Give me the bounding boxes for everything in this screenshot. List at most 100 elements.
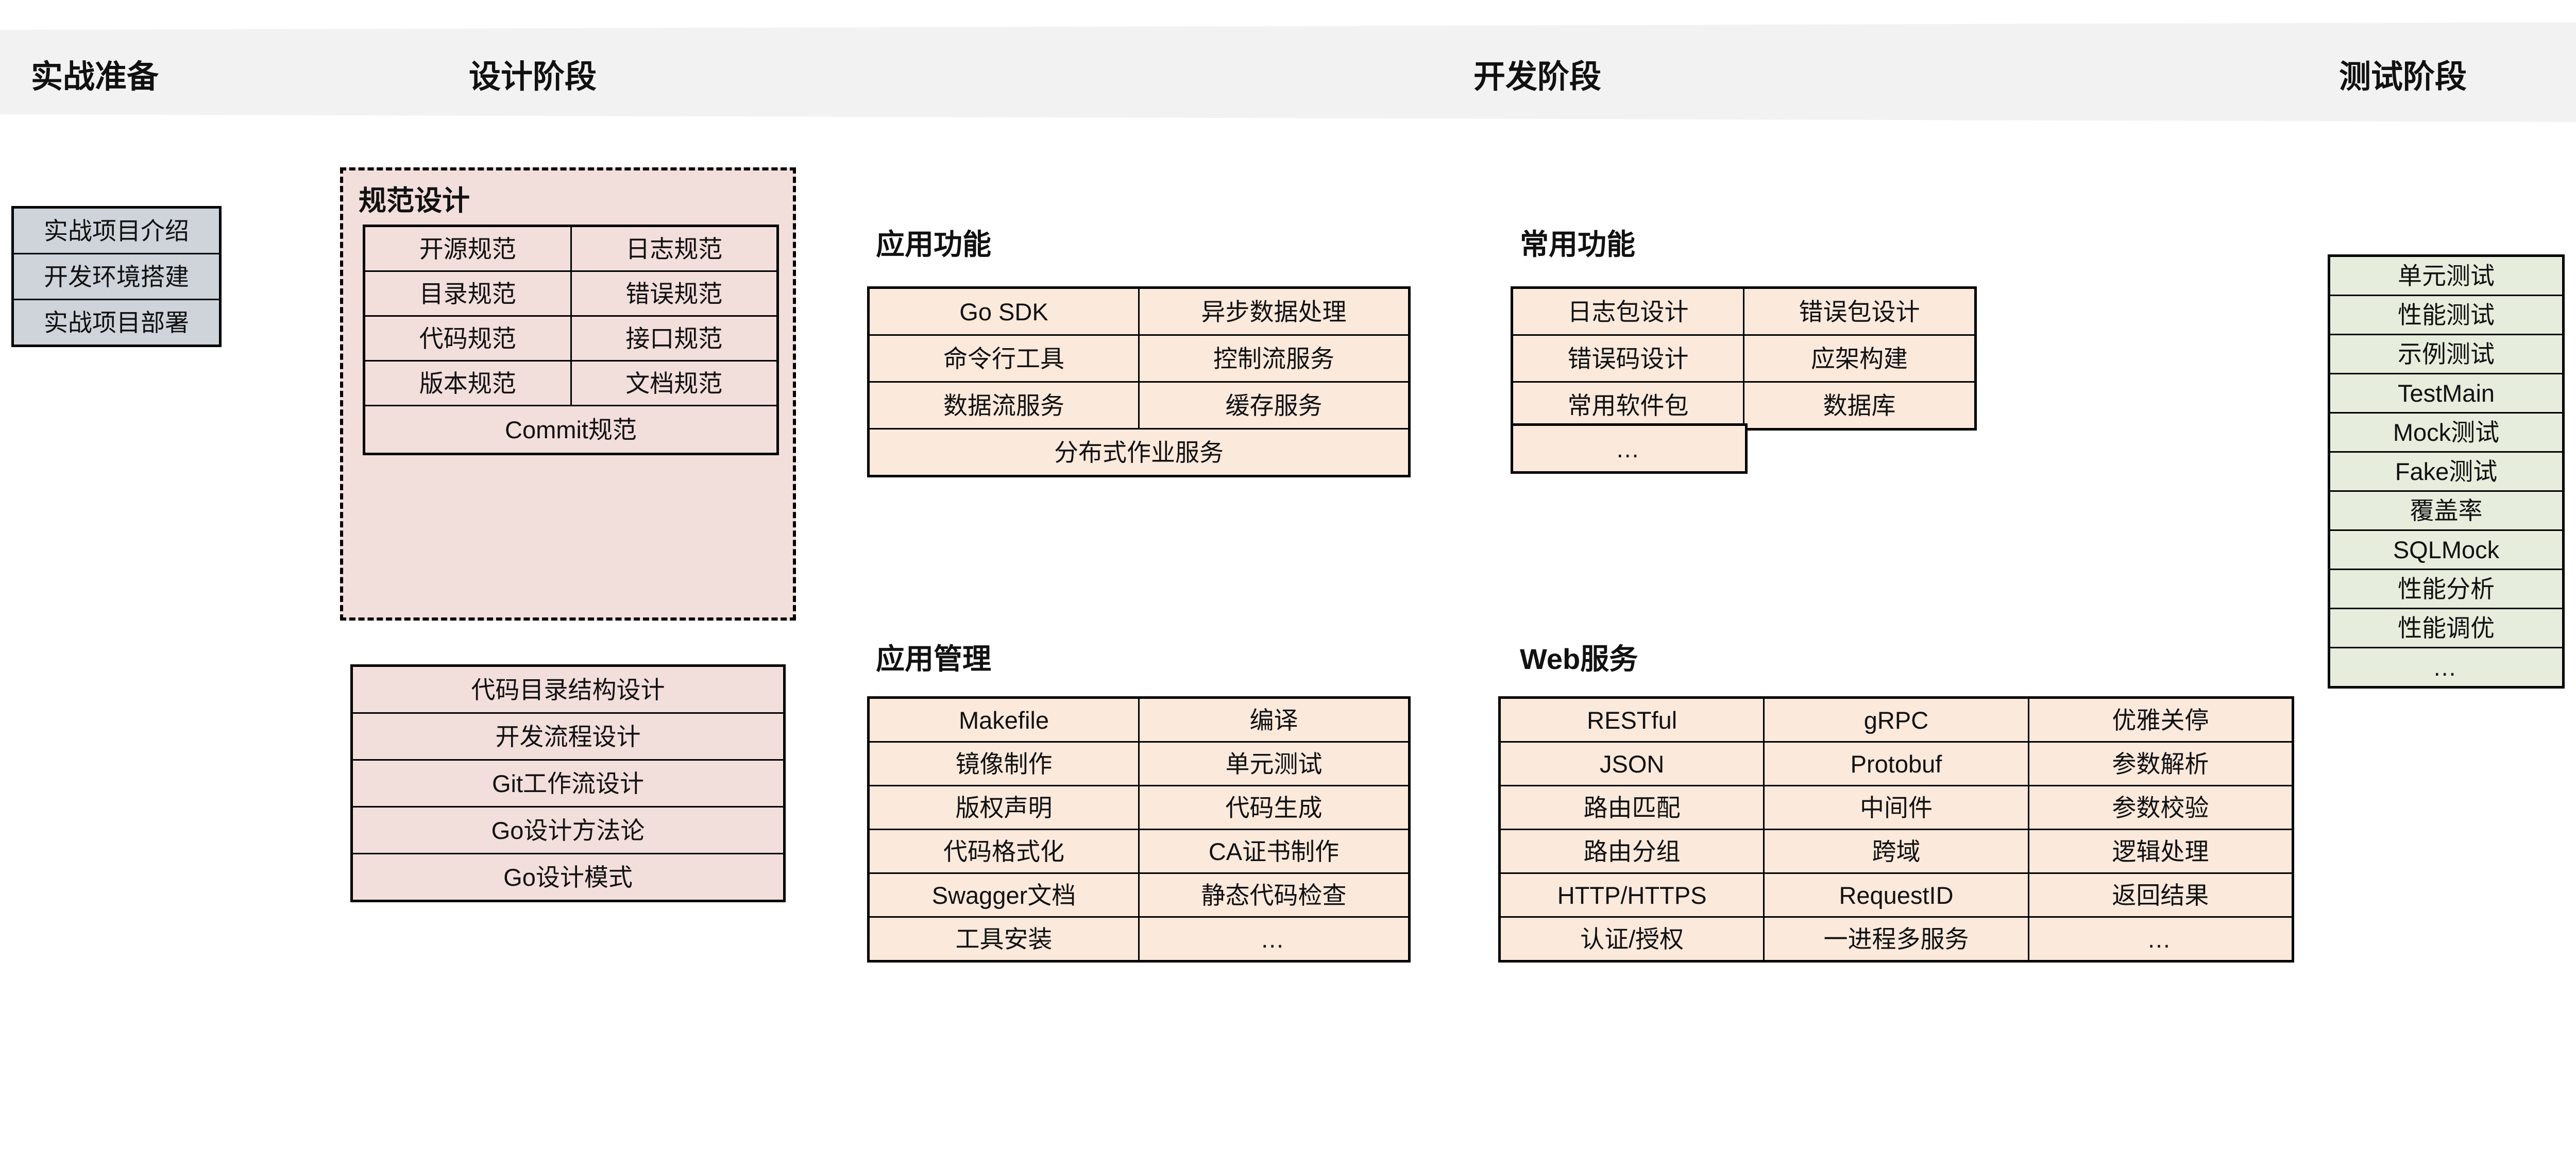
cmnfn-cell-2-1[interactable]: 数据库 (1743, 381, 1976, 430)
appmg-cell-1-0[interactable]: 镜像制作 (868, 741, 1140, 786)
table-row[interactable]: Go SDK 异步数据处理 (868, 287, 1410, 336)
appfn-cell-0-1[interactable]: 异步数据处理 (1138, 287, 1410, 336)
test-item-7[interactable]: SQLMock (2328, 529, 2564, 570)
web-cell-1-0[interactable]: JSON (1498, 741, 1765, 786)
test-item-0[interactable]: 单元测试 (2328, 255, 2564, 296)
table-row[interactable]: … (1511, 424, 1747, 473)
web-cell-0-1[interactable]: gRPC (1763, 697, 2029, 743)
table-row[interactable]: Swagger文档 静态代码检查 (868, 872, 1410, 918)
table-row[interactable]: 实战项目部署 (12, 299, 221, 347)
table-row[interactable]: 分布式作业服务 (868, 428, 1410, 477)
web-cell-3-2[interactable]: 逻辑处理 (2027, 829, 2294, 874)
spec-cell-0-0[interactable]: 开源规范 (363, 225, 572, 272)
spec-cell-2-1[interactable]: 接口规范 (570, 315, 778, 362)
cmnfn-cell-more[interactable]: … (1511, 424, 1747, 473)
table-row[interactable]: RESTful gRPC 优雅关停 (1498, 697, 2294, 743)
design-item-1[interactable]: 开发流程设计 (351, 712, 785, 761)
table-row[interactable]: HTTP/HTTPS RequestID 返回结果 (1498, 872, 2294, 918)
appfn-cell-1-0[interactable]: 命令行工具 (868, 334, 1140, 383)
cmnfn-cell-0-0[interactable]: 日志包设计 (1511, 287, 1744, 336)
table-row[interactable]: 覆盖率 (2328, 490, 2564, 531)
cmnfn-cell-2-0[interactable]: 常用软件包 (1511, 381, 1744, 430)
table-row[interactable]: 目录规范 错误规范 (363, 270, 778, 317)
web-cell-5-1[interactable]: 一进程多服务 (1763, 916, 2029, 962)
table-row[interactable]: Makefile 编译 (868, 697, 1410, 743)
web-cell-5-2[interactable]: … (2027, 916, 2294, 962)
appfn-cell-2-1[interactable]: 缓存服务 (1138, 381, 1410, 430)
web-cell-1-1[interactable]: Protobuf (1763, 741, 2029, 786)
prep-item-1[interactable]: 开发环境搭建 (12, 253, 221, 300)
test-item-9[interactable]: 性能调优 (2328, 608, 2564, 648)
spec-cell-3-0[interactable]: 版本规范 (363, 360, 572, 406)
test-item-1[interactable]: 性能测试 (2328, 295, 2564, 335)
appfn-cell-full[interactable]: 分布式作业服务 (868, 428, 1410, 477)
test-item-10[interactable]: … (2328, 647, 2564, 688)
spec-cell-2-0[interactable]: 代码规范 (363, 315, 572, 362)
appmg-cell-3-1[interactable]: CA证书制作 (1138, 829, 1410, 874)
appmg-cell-0-0[interactable]: Makefile (868, 697, 1140, 743)
appmg-cell-4-0[interactable]: Swagger文档 (868, 872, 1140, 918)
design-item-0[interactable]: 代码目录结构设计 (351, 665, 785, 714)
spec-cell-commit[interactable]: Commit规范 (363, 405, 778, 455)
table-row[interactable]: 命令行工具 控制流服务 (868, 334, 1410, 383)
table-row[interactable]: Mock测试 (2328, 412, 2564, 453)
appmg-cell-0-1[interactable]: 编译 (1138, 697, 1410, 743)
table-row[interactable]: 示例测试 (2328, 334, 2564, 374)
table-row[interactable]: 日志包设计 错误包设计 (1511, 287, 1976, 336)
web-cell-2-2[interactable]: 参数校验 (2027, 785, 2294, 830)
web-cell-4-1[interactable]: RequestID (1763, 872, 2029, 918)
appmg-cell-5-0[interactable]: 工具安装 (868, 916, 1140, 962)
web-cell-0-2[interactable]: 优雅关停 (2027, 697, 2294, 743)
web-cell-4-0[interactable]: HTTP/HTTPS (1498, 872, 1765, 918)
table-row[interactable]: Go设计模式 (351, 853, 785, 902)
web-cell-2-1[interactable]: 中间件 (1763, 785, 2029, 830)
table-row[interactable]: 版本规范 文档规范 (363, 360, 778, 406)
test-item-3[interactable]: TestMain (2328, 373, 2564, 414)
test-item-4[interactable]: Mock测试 (2328, 412, 2564, 453)
table-row[interactable]: 常用软件包 数据库 (1511, 381, 1976, 430)
appfn-cell-0-0[interactable]: Go SDK (868, 287, 1140, 336)
cmnfn-cell-1-1[interactable]: 应架构建 (1743, 334, 1976, 383)
appmg-cell-2-0[interactable]: 版权声明 (868, 785, 1140, 830)
table-row[interactable]: 认证/授权 一进程多服务 … (1498, 916, 2294, 962)
spec-cell-3-1[interactable]: 文档规范 (570, 360, 778, 406)
table-row[interactable]: SQLMock (2328, 529, 2564, 570)
table-row[interactable]: 代码格式化 CA证书制作 (868, 829, 1410, 874)
table-row[interactable]: 实战项目介绍 (12, 207, 221, 254)
appfn-cell-1-1[interactable]: 控制流服务 (1138, 334, 1410, 383)
web-cell-3-1[interactable]: 跨域 (1763, 829, 2029, 874)
table-row[interactable]: 版权声明 代码生成 (868, 785, 1410, 830)
test-item-6[interactable]: 覆盖率 (2328, 490, 2564, 531)
web-cell-1-2[interactable]: 参数解析 (2027, 741, 2294, 786)
test-item-8[interactable]: 性能分析 (2328, 569, 2564, 609)
appmg-cell-1-1[interactable]: 单元测试 (1138, 741, 1410, 786)
design-item-3[interactable]: Go设计方法论 (351, 806, 785, 854)
table-row[interactable]: Commit规范 (363, 405, 778, 455)
table-row[interactable]: 性能测试 (2328, 295, 2564, 335)
table-row[interactable]: 工具安装 … (868, 916, 1410, 962)
web-cell-4-2[interactable]: 返回结果 (2027, 872, 2294, 918)
table-row[interactable]: 单元测试 (2328, 255, 2564, 296)
test-item-5[interactable]: Fake测试 (2328, 451, 2564, 492)
design-item-4[interactable]: Go设计模式 (351, 853, 785, 902)
table-row[interactable]: 镜像制作 单元测试 (868, 741, 1410, 786)
test-item-2[interactable]: 示例测试 (2328, 334, 2564, 374)
prep-item-0[interactable]: 实战项目介绍 (12, 207, 221, 254)
table-row[interactable]: 性能分析 (2328, 569, 2564, 609)
table-row[interactable]: 数据流服务 缓存服务 (868, 381, 1410, 430)
table-row[interactable]: JSON Protobuf 参数解析 (1498, 741, 2294, 786)
table-row[interactable]: 路由分组 跨域 逻辑处理 (1498, 829, 2294, 874)
web-cell-5-0[interactable]: 认证/授权 (1498, 916, 1765, 962)
web-cell-3-0[interactable]: 路由分组 (1498, 829, 1765, 874)
table-row[interactable]: TestMain (2328, 373, 2564, 414)
table-row[interactable]: … (2328, 647, 2564, 688)
web-cell-0-0[interactable]: RESTful (1498, 697, 1765, 743)
spec-cell-0-1[interactable]: 日志规范 (570, 225, 778, 272)
table-row[interactable]: 代码目录结构设计 (351, 665, 785, 714)
web-cell-2-0[interactable]: 路由匹配 (1498, 785, 1765, 830)
table-row[interactable]: 开源规范 日志规范 (363, 225, 778, 272)
table-row[interactable]: 代码规范 接口规范 (363, 315, 778, 362)
cmnfn-cell-0-1[interactable]: 错误包设计 (1743, 287, 1976, 336)
appmg-cell-2-1[interactable]: 代码生成 (1138, 785, 1410, 830)
spec-cell-1-1[interactable]: 错误规范 (570, 270, 778, 317)
